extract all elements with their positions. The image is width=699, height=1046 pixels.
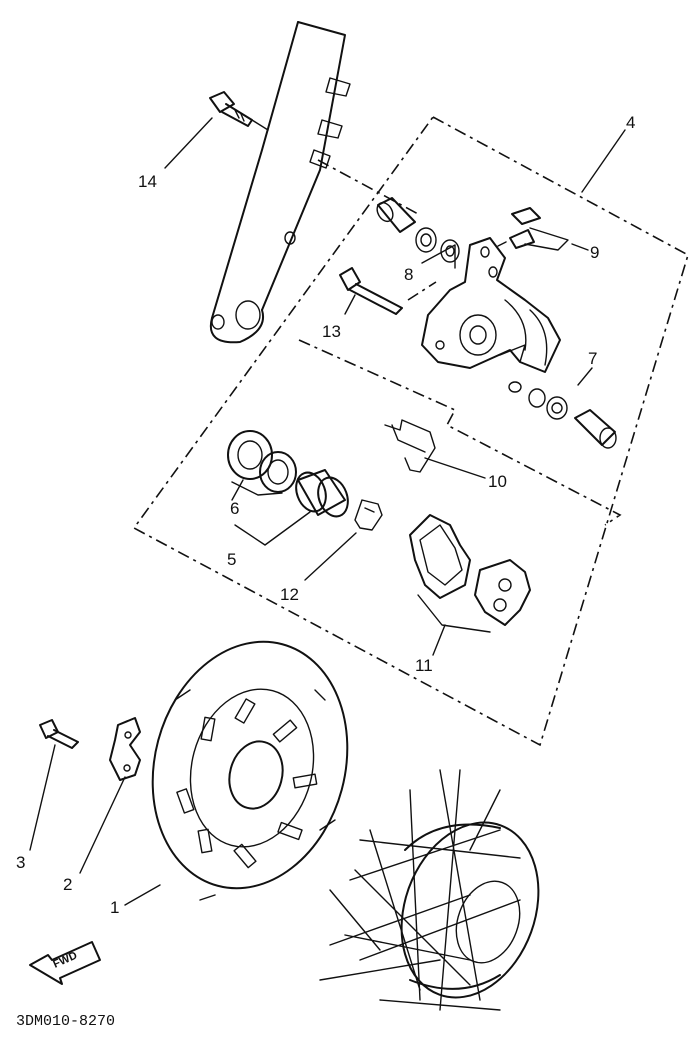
callout-5: 5 [227, 550, 236, 569]
lock-plate-2 [109, 717, 141, 781]
diagram-code: 3DM010-8270 [16, 1013, 115, 1030]
callout-1: 1 [110, 898, 119, 917]
caliper-pin-13 [339, 267, 403, 315]
bolt-part-7 [508, 381, 617, 449]
callout-3: 3 [16, 853, 25, 872]
callout-11: 11 [415, 656, 433, 675]
brake-disc-1 [151, 640, 349, 901]
callout-2: 2 [63, 875, 72, 894]
piston-5 [295, 469, 349, 518]
alignment-line-fork [317, 159, 421, 216]
fork-leg [209, 21, 351, 344]
caliper-body [421, 237, 561, 373]
callout-12: 12 [280, 585, 299, 604]
bleed-screw-9 [497, 207, 541, 249]
fwd-label: FWD [51, 950, 79, 971]
piston-seals-6 [227, 430, 297, 493]
callout-9: 9 [590, 243, 599, 262]
callout-7: 7 [588, 349, 597, 368]
slide-sleeve [376, 197, 460, 263]
bolt-part-3 [39, 719, 79, 749]
callout-4: 4 [626, 113, 635, 132]
part-4-group-boundary [132, 116, 689, 747]
brake-pads-11 [409, 514, 531, 626]
callout-14: 14 [138, 172, 157, 191]
alignment-line-pin [407, 281, 437, 301]
callout-10: 10 [488, 472, 507, 491]
callout-8: 8 [404, 265, 413, 284]
bolt-part-14 [209, 91, 269, 131]
callout-6: 6 [230, 499, 239, 518]
pad-spring-10 [384, 419, 436, 473]
pad-clip-12 [354, 499, 383, 531]
callout-leaders [29, 117, 626, 906]
fwd-arrow-icon: FWD [29, 941, 101, 985]
wheel-hub-with-spokes [319, 769, 540, 1011]
callout-13: 13 [322, 322, 341, 341]
